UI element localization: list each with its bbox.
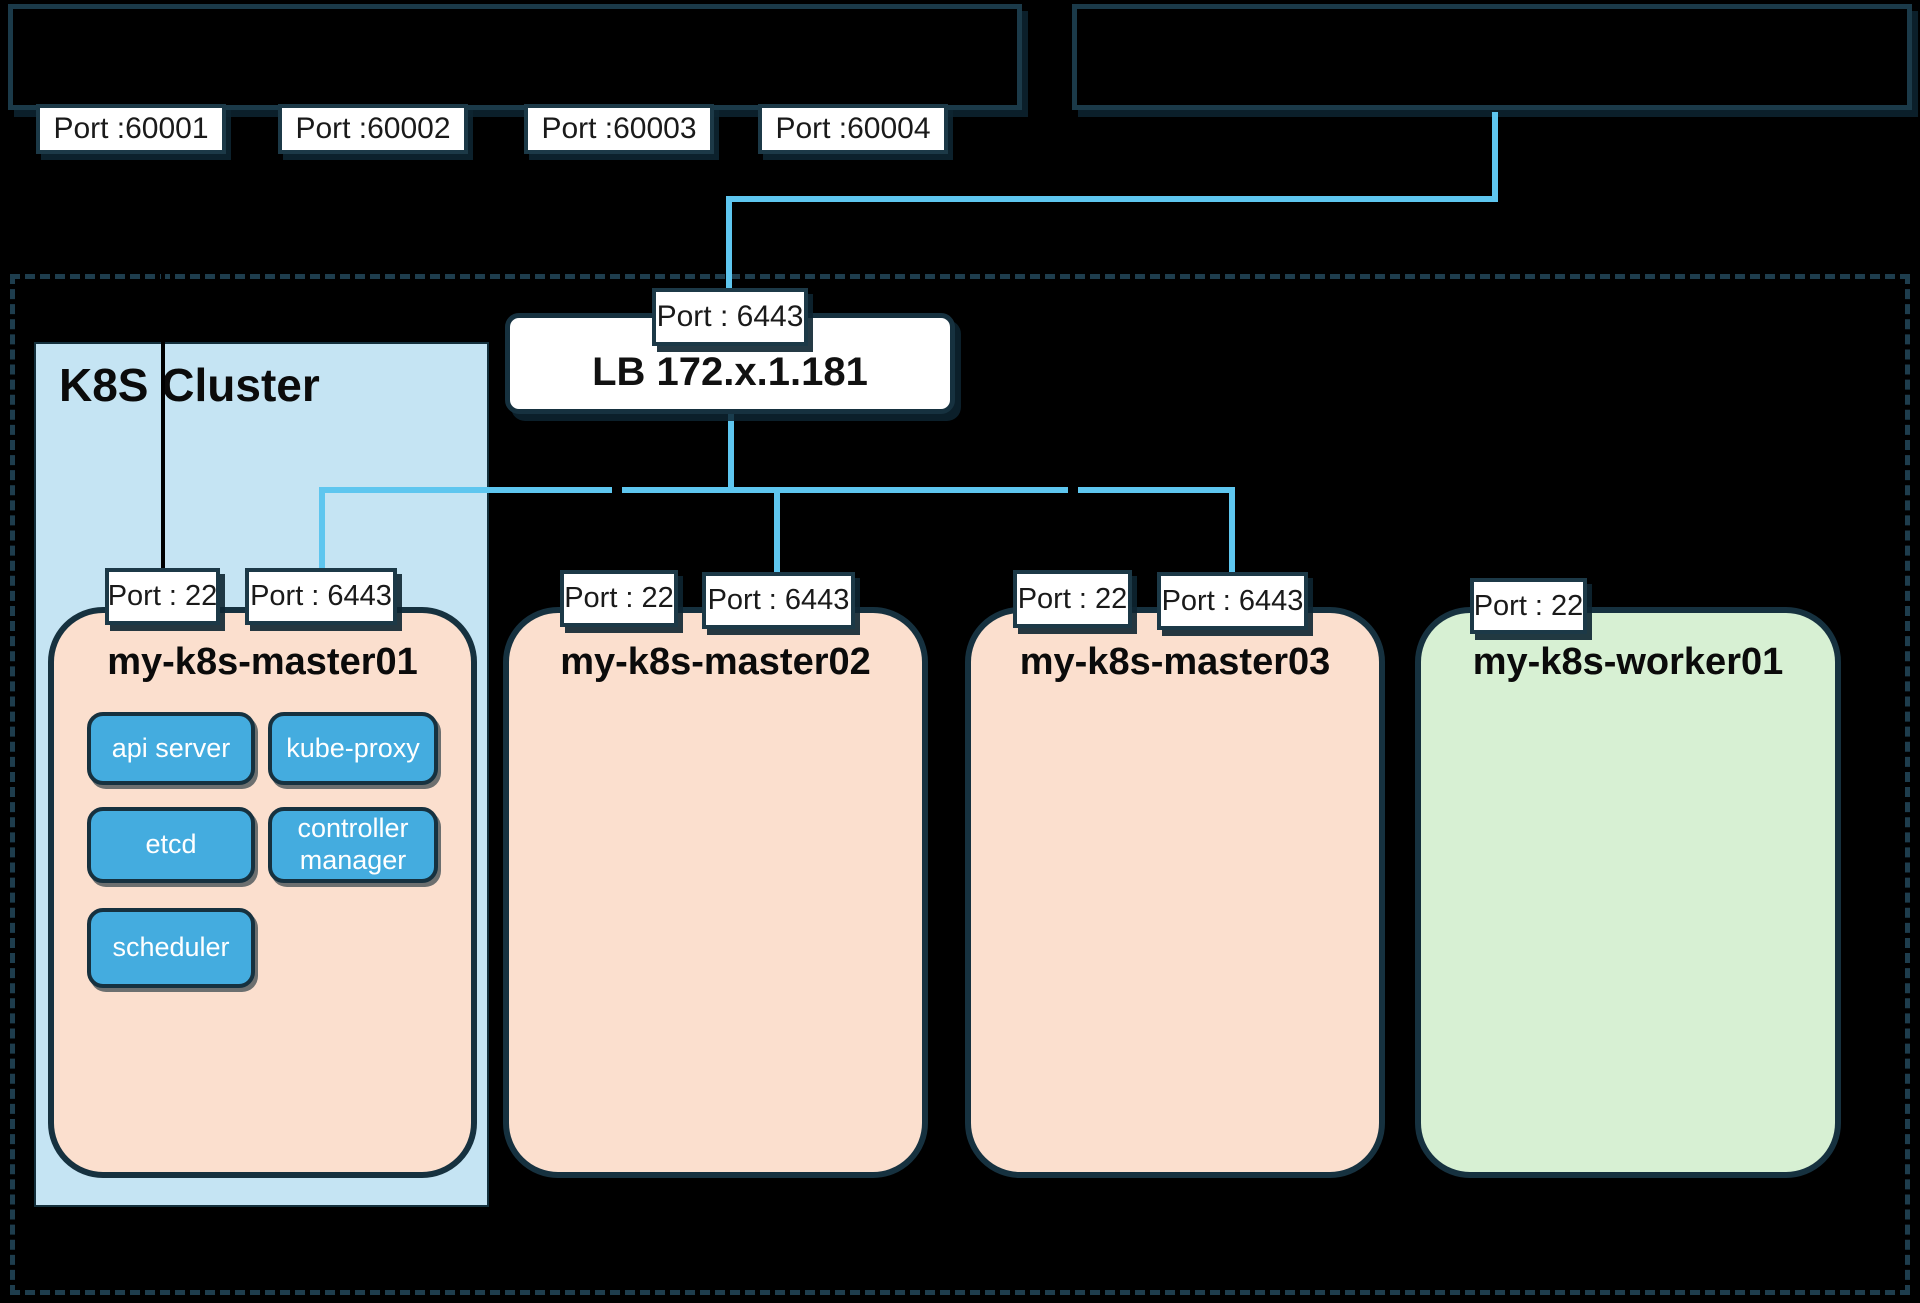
line-crossing-mark-master02 xyxy=(612,485,622,495)
load-balancer-label: LB 172.x.1.181 xyxy=(592,350,868,394)
external-port-60003-label: Port :60003 xyxy=(541,112,697,145)
master02-port-6443: Port : 6443 xyxy=(702,572,855,629)
external-port-60004-label: Port :60004 xyxy=(775,112,931,145)
master02-port-22-label: Port : 22 xyxy=(564,582,674,614)
external-to-lb-connector-drop xyxy=(726,196,732,290)
master03-port-6443-label: Port : 6443 xyxy=(1161,584,1304,617)
lb-to-master02-drop xyxy=(774,490,780,574)
component-api-server: api server xyxy=(87,712,255,785)
component-scheduler: scheduler xyxy=(87,908,255,988)
lb-to-master03-drop xyxy=(1229,487,1235,572)
lb-port-6443: Port : 6443 xyxy=(652,288,808,346)
k8s-cluster-title: K8S Cluster xyxy=(59,359,320,411)
external-clients-box xyxy=(8,4,1022,110)
component-api-server-label: api server xyxy=(111,732,231,763)
external-port-60004: Port :60004 xyxy=(758,104,948,154)
master02-title: my-k8s-master02 xyxy=(560,641,871,683)
external-port-60002: Port :60002 xyxy=(278,104,468,154)
component-etcd: etcd xyxy=(87,807,255,883)
component-etcd-label: etcd xyxy=(145,829,197,860)
master01-port-6443-label: Port : 6443 xyxy=(250,580,392,612)
master02-port-22: Port : 22 xyxy=(560,570,678,627)
worker01-title: my-k8s-worker01 xyxy=(1472,641,1784,683)
lb-port-6443-label: Port : 6443 xyxy=(656,300,804,333)
external-port-60001: Port :60001 xyxy=(36,104,226,154)
component-scheduler-label: scheduler xyxy=(112,932,230,963)
master03-title: my-k8s-master03 xyxy=(1019,641,1331,683)
master03-port-22: Port : 22 xyxy=(1013,570,1132,628)
master03-port-6443: Port : 6443 xyxy=(1157,572,1308,630)
external-to-lb-connector-horizontal xyxy=(726,196,1498,202)
node-worker01: my-k8s-worker01 xyxy=(1415,607,1841,1178)
master01-port-22-label: Port : 22 xyxy=(107,580,218,612)
lb-to-master01-drop xyxy=(319,487,325,570)
worker01-port-22: Port : 22 xyxy=(1470,578,1587,634)
node-master02: my-k8s-master02 xyxy=(503,607,928,1178)
master01-port-6443: Port : 6443 xyxy=(245,568,397,625)
component-kube-proxy: kube-proxy xyxy=(268,712,438,785)
component-controller-manager-label: controller manager xyxy=(297,813,409,875)
node-master03: my-k8s-master03 xyxy=(965,607,1385,1178)
master02-port-6443-label: Port : 6443 xyxy=(707,584,850,616)
external-to-lb-connector-vertical xyxy=(1492,112,1498,202)
private-network-boundary xyxy=(10,274,1910,1295)
external-port-60001-label: Port :60001 xyxy=(53,112,209,145)
external-access-box xyxy=(1072,4,1912,110)
node-master01: my-k8s-master01 xyxy=(48,607,477,1178)
component-controller-manager: controller manager xyxy=(268,807,438,883)
external-port-60002-label: Port :60002 xyxy=(295,112,451,145)
component-kube-proxy-label: kube-proxy xyxy=(286,732,420,763)
worker01-port-22-label: Port : 22 xyxy=(1473,589,1584,622)
master03-port-22-label: Port : 22 xyxy=(1017,582,1128,615)
ssh-line-to-master01 xyxy=(161,152,165,570)
line-crossing-mark-master03 xyxy=(1068,485,1078,495)
lb-distribution-stub xyxy=(728,414,734,492)
master01-title: my-k8s-master01 xyxy=(107,641,418,683)
external-port-60003: Port :60003 xyxy=(524,104,714,154)
master01-port-22: Port : 22 xyxy=(105,568,220,625)
